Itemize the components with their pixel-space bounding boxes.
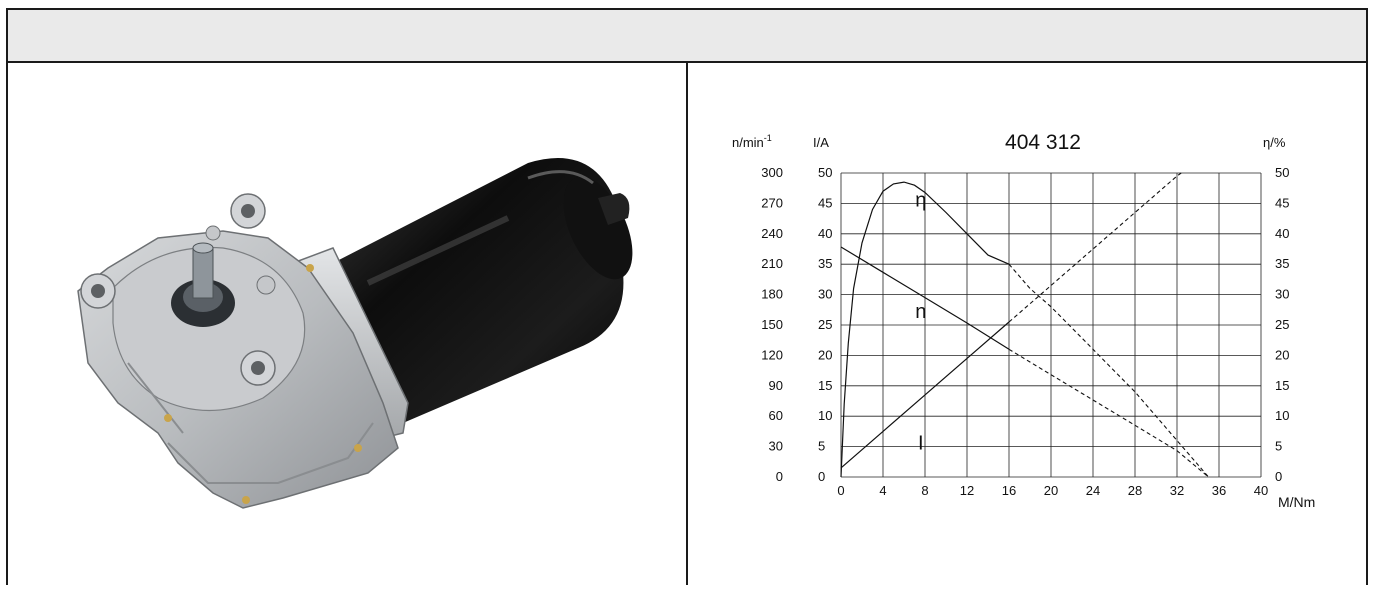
speed-tick-label: 0 — [776, 469, 783, 484]
curve-label: I — [918, 433, 924, 455]
screw — [354, 444, 362, 452]
efficiency-axis-label: η/% — [1263, 135, 1286, 150]
screw — [164, 414, 172, 422]
efficiency-tick-label: 25 — [1275, 317, 1289, 332]
x-tick-label: 40 — [1254, 483, 1268, 498]
efficiency-tick-label: 5 — [1275, 439, 1282, 454]
current-tick-label: 50 — [818, 165, 832, 180]
header-bar — [8, 10, 1366, 63]
efficiency-tick-label: 30 — [1275, 287, 1289, 302]
current-tick-label: 35 — [818, 256, 832, 271]
current-curve-dashed — [1008, 172, 1182, 323]
efficiency-tick-label: 10 — [1275, 408, 1289, 423]
photo-panel — [8, 63, 686, 585]
x-tick-label: 28 — [1128, 483, 1142, 498]
x-tick-label: 4 — [879, 483, 886, 498]
x-tick-label: 16 — [1002, 483, 1016, 498]
panel-divider — [686, 61, 688, 585]
speed-tick-label: 180 — [761, 287, 783, 302]
screw — [242, 496, 250, 504]
current-tick-label: 25 — [818, 317, 832, 332]
motor-can — [333, 158, 633, 423]
chart-curves: η nI — [840, 172, 1209, 478]
x-tick-label: 24 — [1086, 483, 1100, 498]
efficiency-tick-label: 50 — [1275, 165, 1289, 180]
efficiency-curve-dashed — [1008, 263, 1209, 478]
chart-title: 404 312 — [1005, 131, 1081, 154]
current-tick-label: 45 — [818, 195, 832, 210]
current-tick-label: 15 — [818, 378, 832, 393]
current-tick-label: 40 — [818, 226, 832, 241]
efficiency-curve-solid — [840, 181, 1010, 478]
speed-tick-label: 270 — [761, 195, 783, 210]
current-tick-label: 10 — [818, 408, 832, 423]
current-tick-label: 30 — [818, 287, 832, 302]
chart-panel: 404 312 n/min-1 I/A η/% M/Nm 0 4 8 12 16 20 24… — [688, 63, 1366, 585]
wiper-motor-photo — [77, 158, 633, 509]
x-tick-label: 32 — [1170, 483, 1184, 498]
current-axis-label: I/A — [813, 135, 829, 150]
speed-tick-label: 120 — [761, 347, 783, 362]
speed-tick-label: 150 — [761, 317, 783, 332]
efficiency-tick-label: 15 — [1275, 378, 1289, 393]
x-tick-label: 8 — [921, 483, 928, 498]
current-tick-label: 5 — [818, 439, 825, 454]
x-tick-label: 20 — [1044, 483, 1058, 498]
x-tick-label: 12 — [960, 483, 974, 498]
speed-tick-label: 30 — [769, 439, 783, 454]
output-shaft — [171, 242, 235, 327]
current-curve-solid — [840, 321, 1010, 469]
curve-label: η — [915, 189, 926, 211]
current-tick-label: 0 — [818, 469, 825, 484]
efficiency-tick-label: 20 — [1275, 347, 1289, 362]
efficiency-tick-label: 40 — [1275, 226, 1289, 241]
mounting-bosses — [80, 193, 276, 386]
efficiency-tick-label: 35 — [1275, 256, 1289, 271]
current-tick-label: 20 — [818, 347, 832, 362]
x-axis-label: M/Nm — [1278, 494, 1315, 510]
efficiency-tick-label: 0 — [1275, 469, 1282, 484]
x-tick-label: 36 — [1212, 483, 1226, 498]
curve-label: n — [915, 301, 926, 323]
speed-axis-label: n/min-1 — [732, 133, 772, 150]
speed-tick-label: 240 — [761, 226, 783, 241]
speed-tick-label: 90 — [769, 378, 783, 393]
speed-tick-label: 60 — [769, 408, 783, 423]
speed-tick-label: 210 — [761, 256, 783, 271]
speed-curve-dashed — [1008, 348, 1209, 478]
performance-chart: 404 312 n/min-1 I/A η/% M/Nm 0 4 8 12 16 20 24… — [732, 131, 1315, 510]
speed-curve-solid — [840, 246, 1010, 350]
screw — [306, 264, 314, 272]
efficiency-tick-label: 45 — [1275, 195, 1289, 210]
datasheet-frame: 404 312 n/min-1 I/A η/% M/Nm 0 4 8 12 16 20 24… — [6, 8, 1368, 585]
chart-grid — [840, 172, 1262, 478]
x-tick-label: 0 — [837, 483, 844, 498]
speed-tick-label: 300 — [761, 165, 783, 180]
